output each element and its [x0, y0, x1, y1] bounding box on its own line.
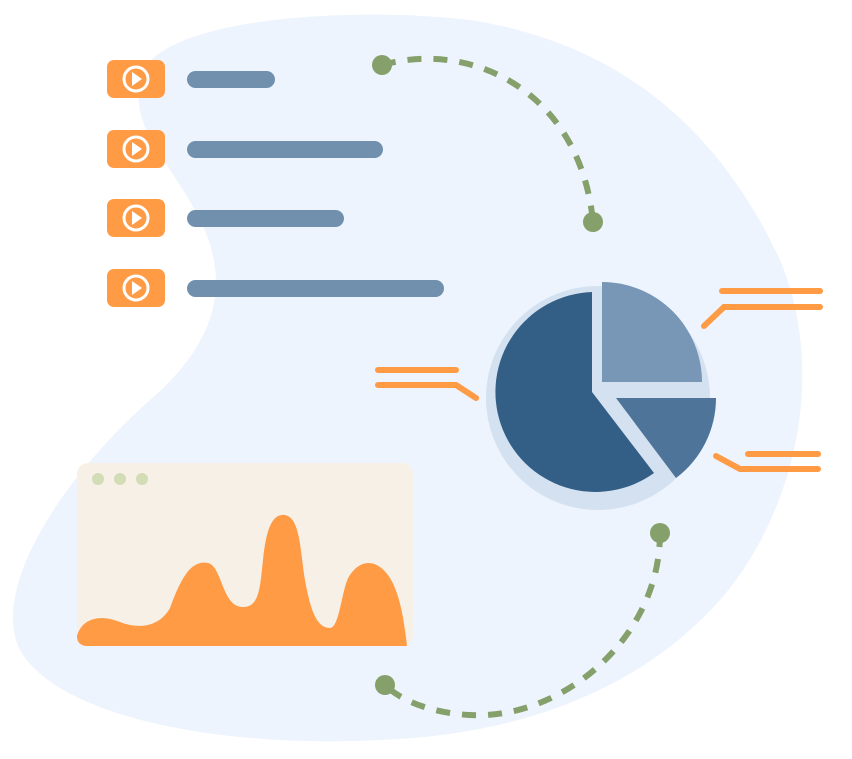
callout-left [375, 367, 479, 401]
callout-right-bottom [713, 451, 821, 472]
browser-window [77, 463, 413, 646]
connector-top-dashed [381, 55, 596, 223]
connector-dot [650, 523, 670, 543]
list-item-text-line [187, 210, 344, 227]
area-chart-shape [77, 514, 407, 646]
list-item [107, 199, 344, 237]
window-dot-icon [136, 473, 148, 485]
list-item-text-line [187, 280, 444, 297]
window-frame [77, 463, 413, 646]
callout-right-top [701, 288, 823, 329]
window-dot-icon [92, 473, 104, 485]
connector-dot [583, 212, 603, 232]
list-item-text-line [187, 71, 275, 88]
connector-dot [372, 55, 392, 75]
connector-dot [375, 675, 395, 695]
pie-slice-light [602, 282, 702, 382]
list-item [107, 269, 444, 307]
window-dot-icon [114, 473, 126, 485]
pie-slice-large [495, 292, 654, 492]
connector-bottom-dashed [382, 532, 663, 719]
pie-slice-mid [616, 398, 716, 478]
list-item [107, 60, 275, 98]
pie-chart [495, 282, 716, 492]
list-item-text-line [187, 141, 383, 158]
list-item [107, 130, 383, 168]
